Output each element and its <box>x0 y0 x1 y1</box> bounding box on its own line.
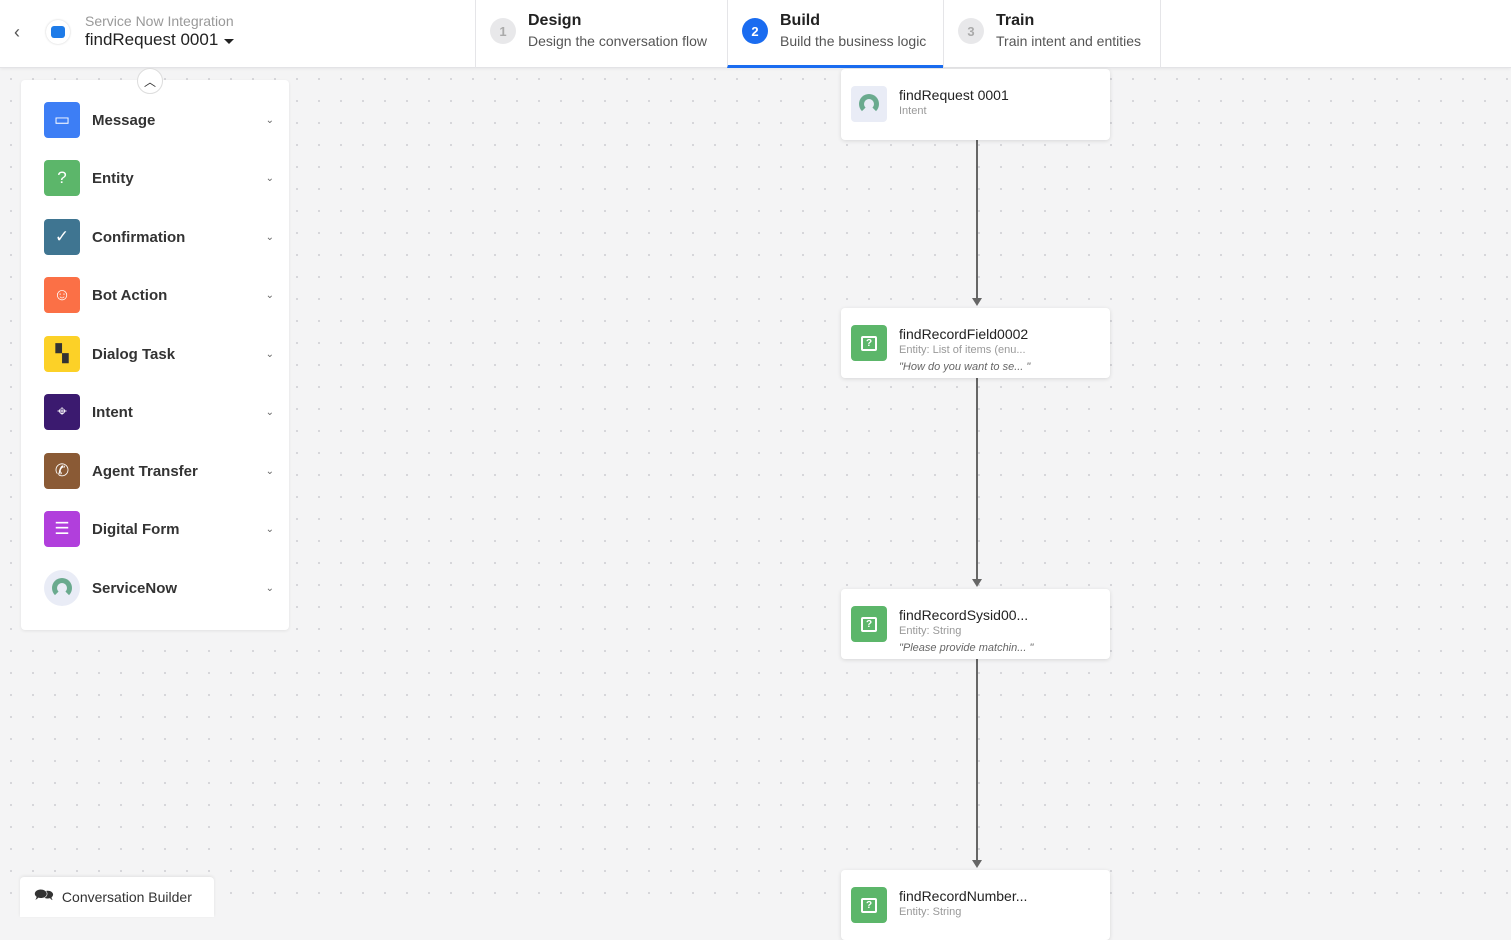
arrow-head-icon <box>972 860 982 868</box>
chevron-down-icon: ⌄ <box>265 582 274 594</box>
palette-item-servicenow[interactable]: ServiceNow ⌄ <box>44 570 274 606</box>
palette-item-label: Agent Transfer <box>92 462 198 480</box>
bot-logo-icon <box>46 20 70 44</box>
step-title: Build <box>780 12 820 29</box>
arrow-head-icon <box>972 298 982 306</box>
node-name: findRecordField0002 <box>899 326 1029 342</box>
target-icon: ⌖ <box>44 394 80 430</box>
connector <box>976 378 978 581</box>
step-subtitle: Design the conversation flow <box>528 33 707 49</box>
palette-item-label: Intent <box>92 403 133 421</box>
palette-item-bot-action[interactable]: ☺ Bot Action ⌄ <box>44 277 274 313</box>
chat-bubbles-icon: 🗪 <box>34 886 54 904</box>
node-type: Entity: List of items (enu... <box>899 344 1026 356</box>
caret-down-icon <box>224 39 235 49</box>
node-palette: ▭ Message ⌄ ? Entity ⌄ ✓ Confirmation ⌄ ☺ Bot A… <box>21 80 289 630</box>
back-icon[interactable]: ‹ <box>14 22 20 42</box>
palette-item-digital-form[interactable]: ☰ Digital Form ⌄ <box>44 511 274 547</box>
phone-icon: ✆ <box>44 453 80 489</box>
chevron-down-icon: ⌄ <box>265 289 274 301</box>
palette-item-agent-transfer[interactable]: ✆ Agent Transfer ⌄ <box>44 453 274 489</box>
flow-node-entity[interactable]: ? findRecordField0002 Entity: List of it… <box>841 308 1110 378</box>
bot-icon: ☺ <box>44 277 80 313</box>
conversation-builder-tab[interactable]: 🗪 Conversation Builder <box>20 877 214 917</box>
dialog-title: findRequest 0001 <box>85 30 219 49</box>
project-name: Service Now Integration <box>85 13 234 29</box>
servicenow-icon <box>44 570 80 606</box>
palette-item-label: Bot Action <box>92 286 168 304</box>
connector <box>976 659 978 862</box>
palette-item-intent[interactable]: ⌖ Intent ⌄ <box>44 394 274 430</box>
node-name: findRecordSysid00... <box>899 607 1029 623</box>
palette-item-label: ServiceNow <box>92 579 178 597</box>
node-prompt: "How do you want to se... " <box>899 361 1031 373</box>
flow-node-entity[interactable]: ? findRecordSysid00... Entity: String "P… <box>841 589 1110 659</box>
check-circle-icon: ✓ <box>44 219 80 255</box>
step-title: Train <box>996 12 1035 29</box>
palette-item-label: Message <box>92 111 156 129</box>
collapse-palette-button[interactable]: ︿ <box>137 68 163 94</box>
entity-icon: ? <box>44 160 80 196</box>
palette-item-label: Entity <box>92 169 134 187</box>
node-prompt: "Please provide matchin... " <box>899 642 1034 654</box>
step-title: Design <box>528 12 582 29</box>
chevron-down-icon: ⌄ <box>265 172 274 184</box>
palette-item-dialog-task[interactable]: ▚ Dialog Task ⌄ <box>44 336 274 372</box>
step-subtitle: Train intent and entities <box>996 33 1142 49</box>
node-type: Intent <box>899 105 927 117</box>
connector <box>976 140 978 300</box>
dialog-task-icon: ▚ <box>44 336 80 372</box>
dialog-selector[interactable]: findRequest 0001 <box>85 30 235 50</box>
chevron-down-icon: ⌄ <box>265 523 274 535</box>
palette-item-entity[interactable]: ? Entity ⌄ <box>44 160 274 196</box>
node-type: Entity: String <box>899 906 962 918</box>
top-bar: ‹ Service Now Integration findRequest 00… <box>0 0 1511 68</box>
message-icon: ▭ <box>44 102 80 138</box>
conversation-builder-label: Conversation Builder <box>61 889 192 905</box>
step-number: 3 <box>958 18 984 44</box>
form-icon: ☰ <box>44 511 80 547</box>
entity-icon: ? <box>851 606 887 642</box>
palette-item-label: Digital Form <box>92 520 180 538</box>
step-number: 2 <box>742 18 768 44</box>
step-number: 1 <box>490 18 516 44</box>
servicenow-icon <box>851 86 887 122</box>
flow-node-intent[interactable]: findRequest 0001 Intent <box>841 69 1110 140</box>
node-name: findRecordNumber... <box>899 888 1028 904</box>
palette-item-confirmation[interactable]: ✓ Confirmation ⌄ <box>44 219 274 255</box>
entity-icon: ? <box>851 325 887 361</box>
palette-item-label: Dialog Task <box>92 345 176 363</box>
chevron-down-icon: ⌄ <box>265 406 274 418</box>
entity-icon: ? <box>851 887 887 923</box>
palette-item-message[interactable]: ▭ Message ⌄ <box>44 102 274 138</box>
chevron-down-icon: ⌄ <box>265 114 274 126</box>
node-type: Entity: String <box>899 625 962 637</box>
chevron-down-icon: ⌄ <box>265 348 274 360</box>
chevron-down-icon: ⌄ <box>265 231 274 243</box>
node-name: findRequest 0001 <box>899 87 1009 103</box>
palette-item-label: Confirmation <box>92 228 186 246</box>
step-subtitle: Build the business logic <box>780 33 927 49</box>
flow-node-entity[interactable]: ? findRecordNumber... Entity: String <box>841 870 1110 940</box>
chevron-down-icon: ⌄ <box>265 465 274 477</box>
arrow-head-icon <box>972 579 982 587</box>
